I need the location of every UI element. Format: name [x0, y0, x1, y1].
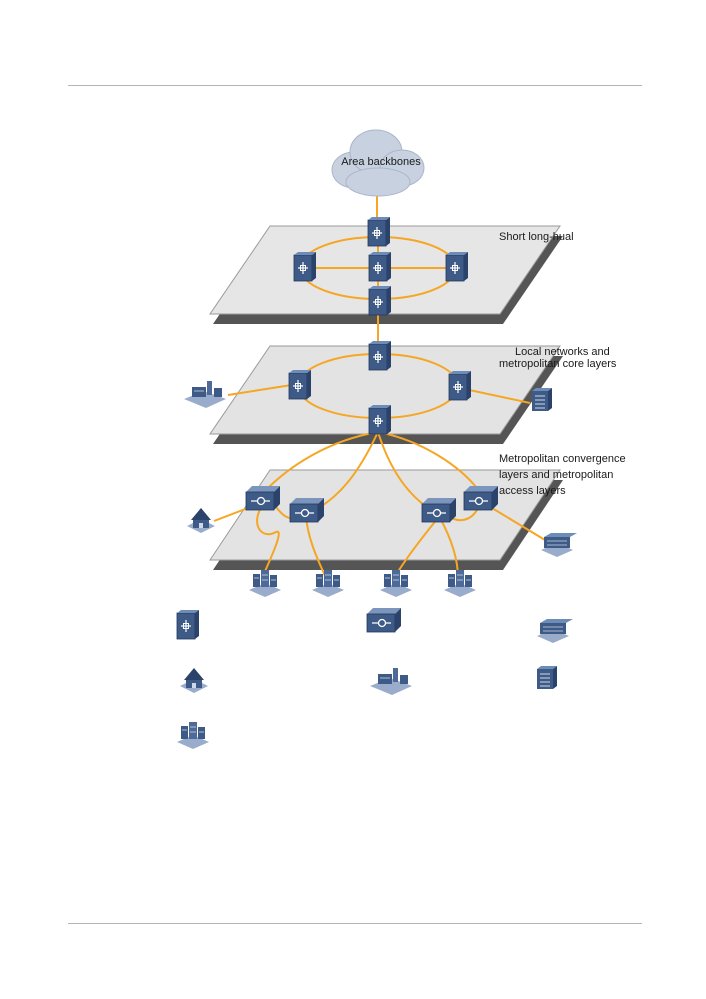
- label-conv-line3: access layers: [499, 485, 566, 497]
- factory-icon: [183, 380, 227, 409]
- switch-icon: [289, 497, 325, 523]
- link-sw1-to-campus-1: [256, 505, 280, 579]
- link-core-to-office: [459, 387, 531, 404]
- campus-icon: [443, 569, 477, 598]
- router-icon: [368, 285, 392, 316]
- residential-icon: [187, 508, 215, 533]
- router-icon: [176, 609, 200, 640]
- router-icon: [448, 370, 472, 401]
- label-core-line2: metropolitan core layers: [499, 358, 617, 370]
- link-core-to-factory: [227, 383, 299, 396]
- label-core-line1: Local networks and: [515, 346, 610, 358]
- area-backbone-cloud: Area backbones: [331, 129, 425, 197]
- factory-icon: [369, 667, 413, 696]
- header-rule: [68, 85, 642, 86]
- router-icon: [368, 340, 392, 371]
- legend: [176, 607, 574, 750]
- router-icon: [368, 251, 392, 282]
- link-core-to-switch-1: [263, 431, 379, 493]
- label-conv-line1: Metropolitan convergence: [499, 453, 626, 465]
- switch-icon: [245, 485, 281, 511]
- switch-icon: [366, 607, 402, 633]
- campus-icon: [248, 569, 282, 598]
- campus-icon: [379, 569, 413, 598]
- campus-icon: [176, 721, 210, 750]
- switch-icon: [463, 485, 499, 511]
- cloud-label: Area backbones: [341, 156, 421, 168]
- router-icon: [367, 216, 391, 247]
- footer-rule: [68, 923, 642, 924]
- switch-icon: [421, 497, 457, 523]
- router-icon: [445, 251, 469, 282]
- link-sw4-to-enterprise: [491, 507, 546, 541]
- router-icon: [293, 251, 317, 282]
- enterprise-icon: [536, 618, 574, 644]
- link-core-to-switch-4: [377, 431, 481, 493]
- router-icon: [368, 404, 392, 435]
- link-sw2-to-campus-2: [305, 515, 327, 579]
- label-conv-line2: layers and metropolitan: [499, 469, 613, 481]
- office-building-icon: [531, 387, 553, 412]
- campus-icon: [311, 569, 345, 598]
- link-sw1-to-house: [213, 507, 249, 522]
- enterprise-icon: [540, 532, 578, 558]
- residential-icon: [180, 668, 208, 693]
- label-short-long-haul: Short long-hual: [499, 231, 574, 243]
- office-building-icon: [536, 665, 558, 690]
- router-icon: [288, 369, 312, 400]
